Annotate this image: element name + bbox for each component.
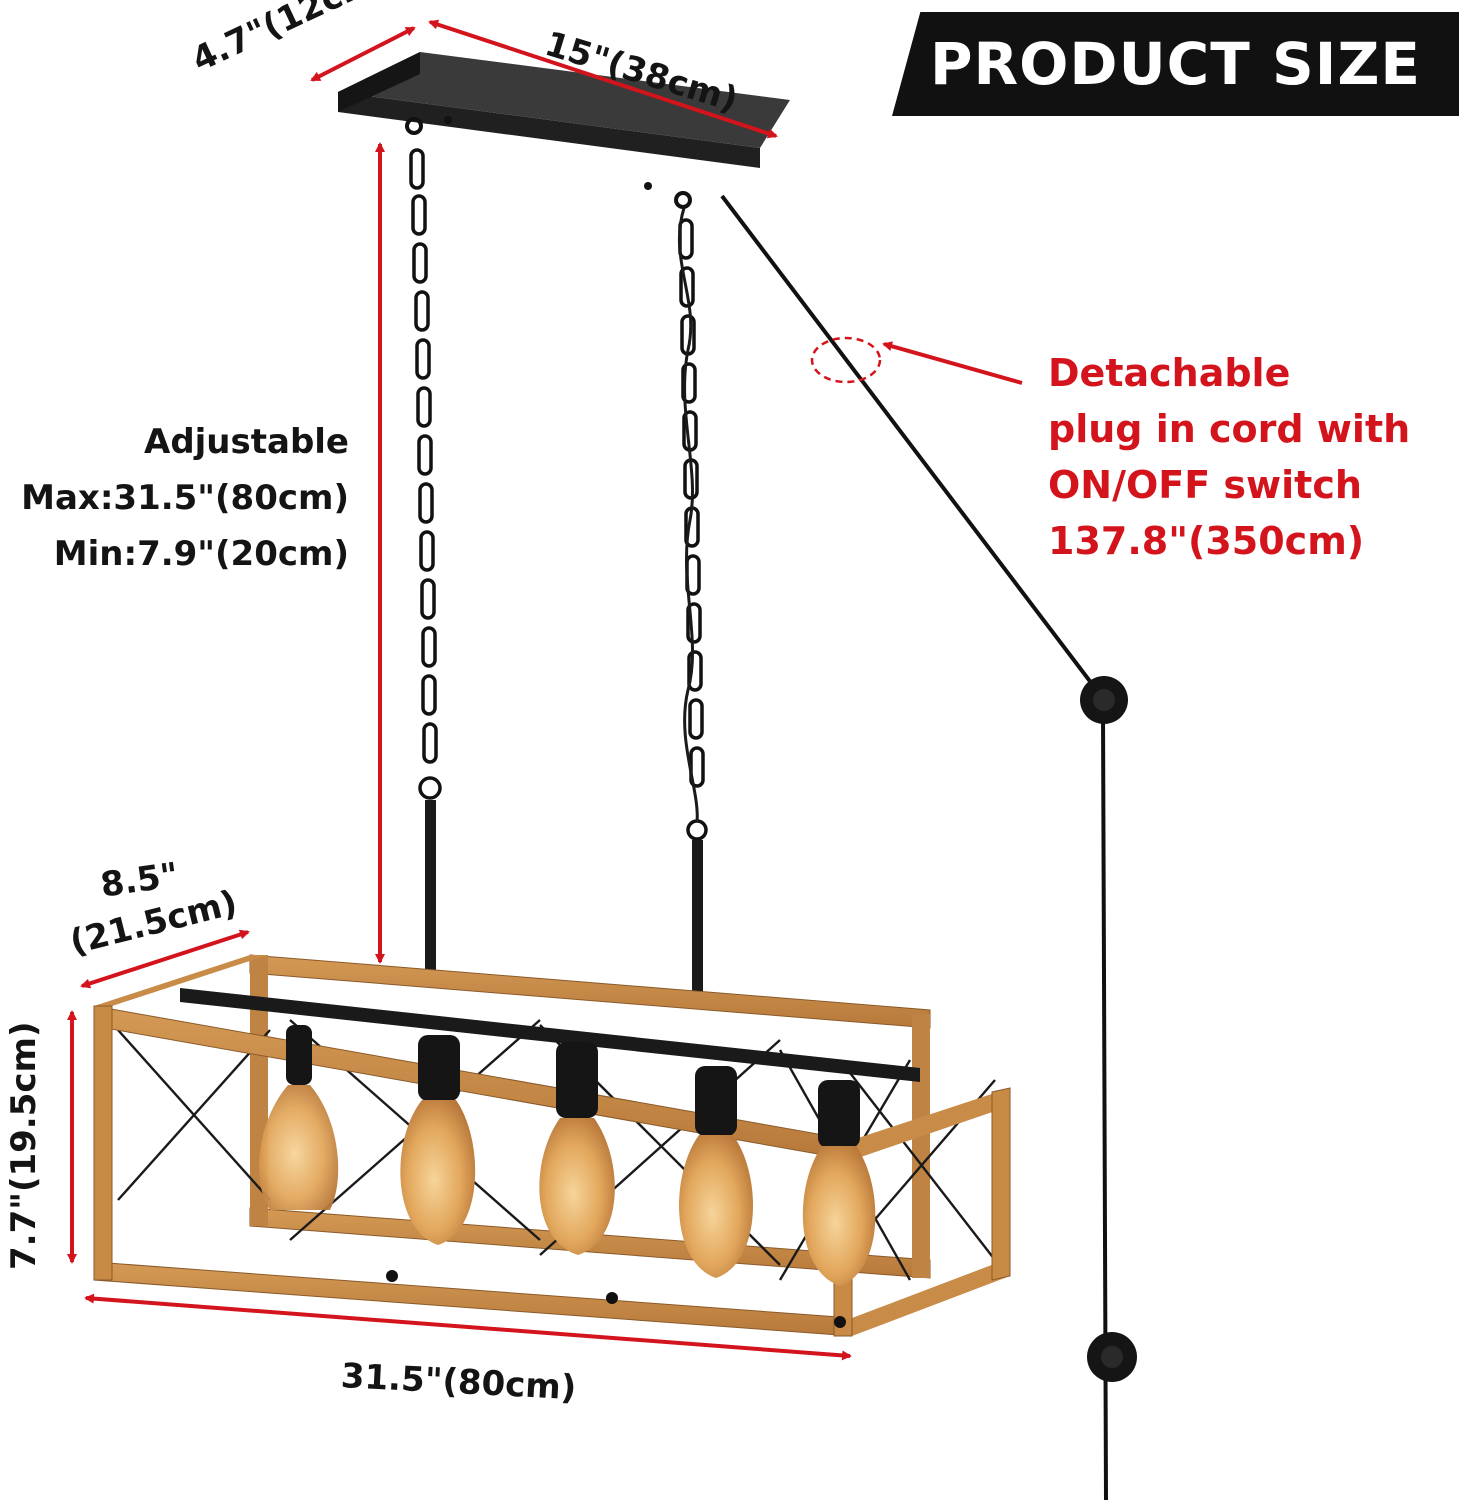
plug-in-cord <box>720 194 1137 1500</box>
right-down-rod <box>692 840 703 1006</box>
bulb-5 <box>802 1080 876 1286</box>
left-chain <box>409 148 442 800</box>
adjustable-max: Max:31.5"(80cm) <box>21 478 349 518</box>
dimension-arrows <box>67 19 1023 1361</box>
bulb-1 <box>258 1025 339 1210</box>
cord-note: Detachable plug in cord with ON/OFF swit… <box>1048 345 1410 569</box>
arrow-frame-length <box>84 1293 852 1361</box>
product-size-badge: PRODUCT SIZE <box>892 12 1459 116</box>
adjustable-min: Min:7.9"(20cm) <box>53 534 349 574</box>
detachable-joint-marker <box>810 336 882 384</box>
power-wire <box>677 207 699 823</box>
arrow-frame-depth <box>80 929 250 989</box>
right-chain <box>678 218 708 841</box>
arrow-canopy-length <box>428 19 778 139</box>
edison-bulbs <box>258 1025 876 1286</box>
left-down-rod <box>425 800 436 972</box>
frame-height-label: 7.7"(19.5cm) <box>4 1021 44 1271</box>
bulb-4 <box>679 1066 753 1278</box>
adjustable-height-label: Adjustable Max:31.5"(80cm) Min:7.9"(20cm… <box>21 414 349 582</box>
cord-note-line4: 137.8"(350cm) <box>1048 519 1365 563</box>
bulb-3 <box>539 1042 615 1255</box>
arrow-canopy-depth <box>310 26 416 82</box>
cord-note-line1: Detachable <box>1048 351 1291 395</box>
adjustable-title: Adjustable <box>144 422 349 462</box>
cord-note-line2: plug in cord with <box>1048 407 1411 451</box>
arrow-cord-pointer <box>882 341 1023 385</box>
cord-note-line3: ON/OFF switch <box>1048 463 1362 507</box>
bulb-2 <box>400 1035 476 1245</box>
